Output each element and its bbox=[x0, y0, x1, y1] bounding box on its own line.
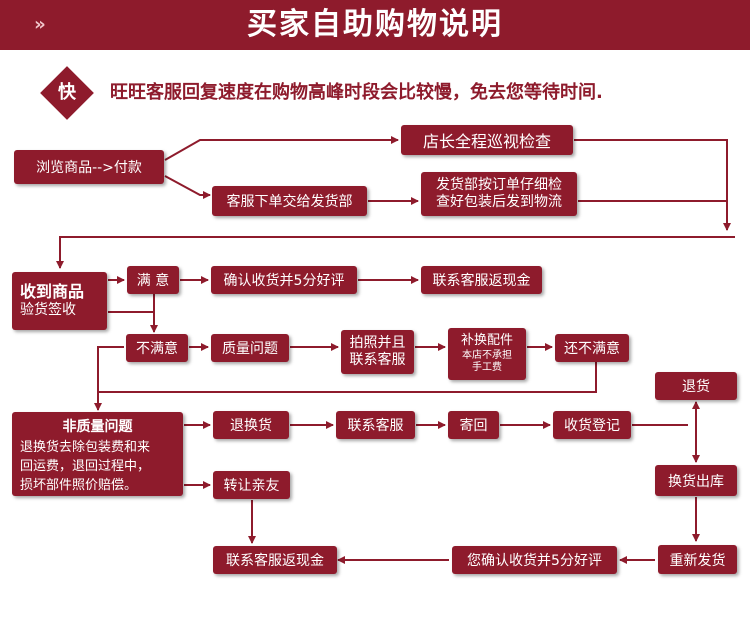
photo-line-2: 联系客服 bbox=[349, 352, 406, 368]
step-contact-cashback-2: 联系客服返现金 bbox=[213, 546, 337, 574]
ship-line-1: 发货部按订单仔细检 bbox=[436, 176, 562, 193]
arrow-browse-manager bbox=[164, 136, 399, 161]
parts-line-1: 补换配件 bbox=[460, 333, 513, 349]
step-resend: 重新发货 bbox=[658, 545, 737, 574]
step-photo-contact: 拍照并且 联系客服 bbox=[341, 330, 414, 374]
step-still-unsatisfied: 还不满意 bbox=[555, 334, 629, 362]
step-exchange-return: 退换货 bbox=[213, 411, 289, 439]
step-quality-issue: 质量问题 bbox=[211, 334, 289, 362]
header-banner: » 买家自助购物说明 bbox=[0, 0, 750, 50]
nq-title: 非质量问题 bbox=[62, 418, 133, 435]
parts-line-2: 本店不承担 bbox=[462, 349, 512, 361]
chevron-down-icon: » bbox=[34, 14, 46, 35]
step-cs-order: 客服下单交给发货部 bbox=[212, 186, 367, 216]
step-receipt-register: 收货登记 bbox=[553, 411, 631, 439]
receive-line-2: 验货签收 bbox=[20, 302, 76, 319]
page-title: 买家自助购物说明 bbox=[247, 7, 503, 42]
arrow-manager-right bbox=[574, 139, 731, 231]
nq-line-2: 回运费，退回过程中， bbox=[20, 458, 151, 474]
notice-text: 旺旺客服回复速度在购物高峰时段会比较慢，免去您等待时间. bbox=[110, 82, 603, 103]
parts-line-3: 手工费 bbox=[472, 362, 502, 374]
ship-line-2: 查好包装后发到物流 bbox=[436, 194, 562, 210]
step-satisfied: 满 意 bbox=[127, 266, 179, 294]
arrow-return-left bbox=[56, 236, 735, 269]
nq-line-3: 损坏部件照价赔偿。 bbox=[20, 477, 138, 493]
arrow-browse-cs bbox=[164, 175, 211, 199]
step-return: 退货 bbox=[655, 372, 737, 400]
step-exchange-out: 换货出库 bbox=[655, 465, 737, 496]
step-contact-cs: 联系客服 bbox=[336, 411, 415, 439]
step-you-confirm: 您确认收货并5分好评 bbox=[452, 546, 617, 574]
step-contact-cashback: 联系客服返现金 bbox=[421, 266, 542, 294]
arrow-notsat-nonquality bbox=[94, 346, 124, 411]
notice-badge: 快 bbox=[58, 82, 76, 103]
photo-line-1: 拍照并且 bbox=[349, 334, 406, 351]
step-confirm-review: 确认收货并5分好评 bbox=[211, 266, 357, 294]
receive-line-1: 收到商品 bbox=[20, 282, 85, 302]
step-send-back: 寄回 bbox=[448, 411, 499, 439]
step-transfer: 转让亲友 bbox=[213, 471, 290, 499]
step-replace-parts: 补换配件 本店不承担 手工费 bbox=[448, 328, 526, 380]
step-browse: 浏览商品-->付款 bbox=[14, 150, 164, 184]
arrow-still-back bbox=[98, 360, 597, 393]
step-receive: 收到商品 验货签收 bbox=[12, 272, 107, 330]
step-not-satisfied: 不满意 bbox=[126, 334, 188, 362]
nq-line-1: 退换货去除包装费和来 bbox=[20, 439, 151, 455]
step-manager-check: 店长全程巡视检查 bbox=[401, 125, 573, 155]
step-ship: 发货部按订单仔细检 查好包装后发到物流 bbox=[421, 172, 577, 216]
step-non-quality: 非质量问题 退换货去除包装费和来 回运费，退回过程中， 损坏部件照价赔偿。 bbox=[12, 412, 183, 496]
